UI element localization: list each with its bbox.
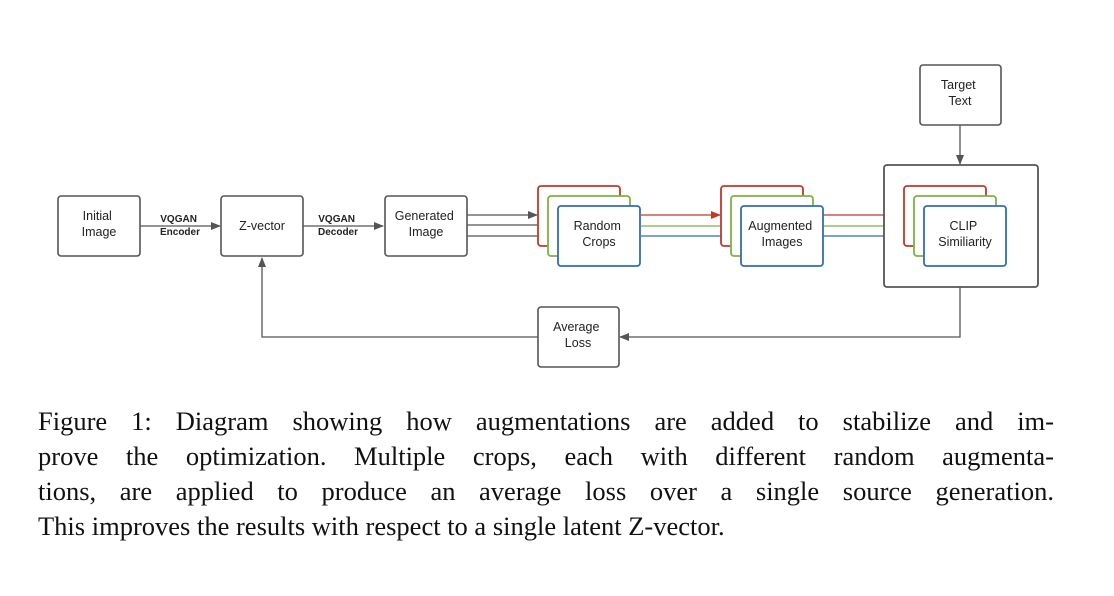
augmented-stack-blue (740, 205, 824, 267)
caption-line: tions, are applied to produce an average… (38, 476, 1054, 506)
node-random-crops: Random Crops (537, 185, 641, 267)
svg-text:CLIP Similiarity: CLIP Similiarity (938, 219, 992, 249)
caption-line: prove the optimization. Multiple crops, … (38, 441, 1054, 471)
node-initial-image: Initial Image (57, 195, 141, 257)
caption-line: This improves the results with respect t… (38, 511, 725, 541)
crops-stack-blue (557, 205, 641, 267)
node-clip-similarity: CLIP Similiarity (883, 164, 1039, 288)
connectors (140, 125, 964, 341)
vqgan-decoder-label: VQGAN Decoder (318, 214, 358, 238)
figure-caption: Figure 1: Diagram showing how augmentati… (38, 404, 1054, 544)
svg-text:Average Loss: Average Loss (553, 320, 603, 350)
arrow-loss-to-zvector (258, 257, 538, 338)
svg-text:Initial Image: Initial Image (82, 209, 117, 239)
vqgan-encoder-label: VQGAN Encoder (160, 214, 200, 238)
arrow-clip-to-loss (619, 287, 961, 341)
svg-text:Random Crops: Random Crops (574, 219, 625, 249)
node-average-loss: Average Loss (537, 306, 620, 368)
svg-text:Target Text: Target Text (941, 78, 979, 108)
node-target-text: Target Text (919, 64, 1002, 126)
caption-line: Figure 1: Diagram showing how augmentati… (38, 406, 1054, 436)
node-augmented-images: Augmented Images (720, 185, 824, 267)
node-z-vector: Z-vector (220, 195, 304, 257)
node-generated-image: Generated Image (384, 195, 468, 257)
svg-text:Augmented Images: Augmented Images (748, 219, 815, 249)
svg-text:Z-vector: Z-vector (239, 219, 285, 233)
svg-text:Generated Image: Generated Image (395, 209, 458, 239)
pipeline-diagram: VQGAN Encoder VQGAN Decoder Initial Imag… (57, 64, 1039, 368)
clip-stack-blue (923, 205, 1007, 267)
